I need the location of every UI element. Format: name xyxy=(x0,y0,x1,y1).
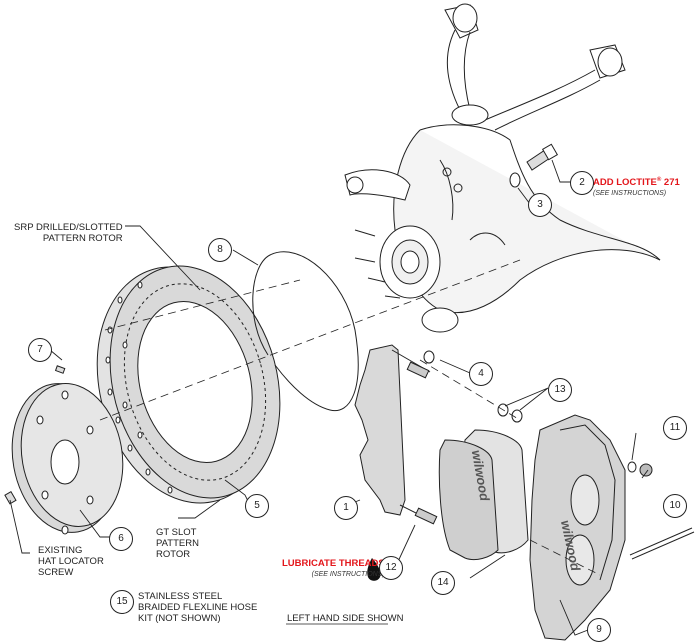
loctite-reg: ® xyxy=(656,177,662,183)
callout-15: 15 xyxy=(110,590,134,614)
rotor xyxy=(96,265,281,504)
label-hat-line3: SCREW xyxy=(38,567,74,578)
callout-4: 4 xyxy=(469,362,493,386)
label-hose-kit: STAINLESS STEEL BRAIDED FLEXLINE HOSE KI… xyxy=(138,591,257,624)
callout-7: 7 xyxy=(28,338,52,362)
callout-1: 1 xyxy=(334,496,358,520)
callout-8: 8 xyxy=(208,238,232,262)
loctite-text: ADD LOCTITE® 271 xyxy=(593,175,680,188)
label-lubricate: LUBRICATE THREADS (SEE INSTRUCTIONS) xyxy=(282,558,385,580)
loctite-main: ADD LOCTITE xyxy=(593,177,657,189)
label-hat-line1: EXISTING xyxy=(38,545,83,556)
caliper xyxy=(529,414,695,641)
centerline xyxy=(99,259,601,576)
label-hose-line3: KIT (NOT SHOWN) xyxy=(138,613,221,624)
snap-ring xyxy=(252,251,359,412)
bleeder-nut xyxy=(639,463,653,477)
label-hose-line2: BRAIDED FLEXLINE HOSE xyxy=(138,602,258,613)
lubricate-instructions: (SEE INSTRUCTIONS) xyxy=(311,571,385,578)
callout-3: 3 xyxy=(528,193,552,217)
callout-13: 13 xyxy=(548,378,572,402)
label-srp-rotor: SRP DRILLED/SLOTTED PATTERN ROTOR xyxy=(14,222,123,244)
left-hand-side-shown: LEFT HAND SIDE SHOWN xyxy=(287,613,404,624)
label-gt-line3: ROTOR xyxy=(156,549,191,560)
label-gt-line1: GT SLOT xyxy=(156,527,197,538)
loctite-number: 271 xyxy=(661,177,680,189)
label-srp-line2: PATTERN ROTOR xyxy=(42,233,123,244)
callout-12: 12 xyxy=(379,556,403,580)
loctite-instructions: (SEE INSTRUCTIONS) xyxy=(593,190,667,198)
callout-11: 11 xyxy=(663,416,687,440)
lubricate-text: LUBRICATE THREADS xyxy=(282,558,385,569)
washer-11 xyxy=(627,461,637,473)
label-hat-line2: HAT LOCATOR xyxy=(38,556,104,567)
mount-bolt xyxy=(526,143,559,171)
callout-5: 5 xyxy=(245,494,269,518)
hat-bolt xyxy=(54,365,66,374)
callout-14: 14 xyxy=(431,571,455,595)
brake-pads xyxy=(438,429,529,561)
label-gt-line2: PATTERN xyxy=(156,538,199,549)
label-srp-line1: SRP DRILLED/SLOTTED xyxy=(14,222,123,233)
callout-10: 10 xyxy=(663,494,687,518)
oil-drop-icon xyxy=(367,558,381,581)
callout-9: 9 xyxy=(587,618,611,642)
hat-locator-screw xyxy=(4,490,17,505)
washer-13b xyxy=(511,409,523,423)
caliper-bracket xyxy=(354,344,438,525)
rotor-hat xyxy=(11,383,124,535)
label-hat-screw: EXISTING HAT LOCATOR SCREW xyxy=(38,545,104,578)
steering-knuckle xyxy=(344,3,661,333)
washer xyxy=(509,172,521,188)
callout-2: 2 xyxy=(570,171,594,195)
label-hose-line1: STAINLESS STEEL xyxy=(138,591,223,602)
washer-4 xyxy=(423,350,435,364)
diagram-title: LEFT HAND SIDE SHOWN xyxy=(287,613,403,624)
label-gt-rotor: GT SLOT PATTERN ROTOR xyxy=(156,527,199,560)
label-loctite: ADD LOCTITE® 271 (SEE INSTRUCTIONS) xyxy=(593,175,680,199)
callout-6: 6 xyxy=(109,527,133,551)
